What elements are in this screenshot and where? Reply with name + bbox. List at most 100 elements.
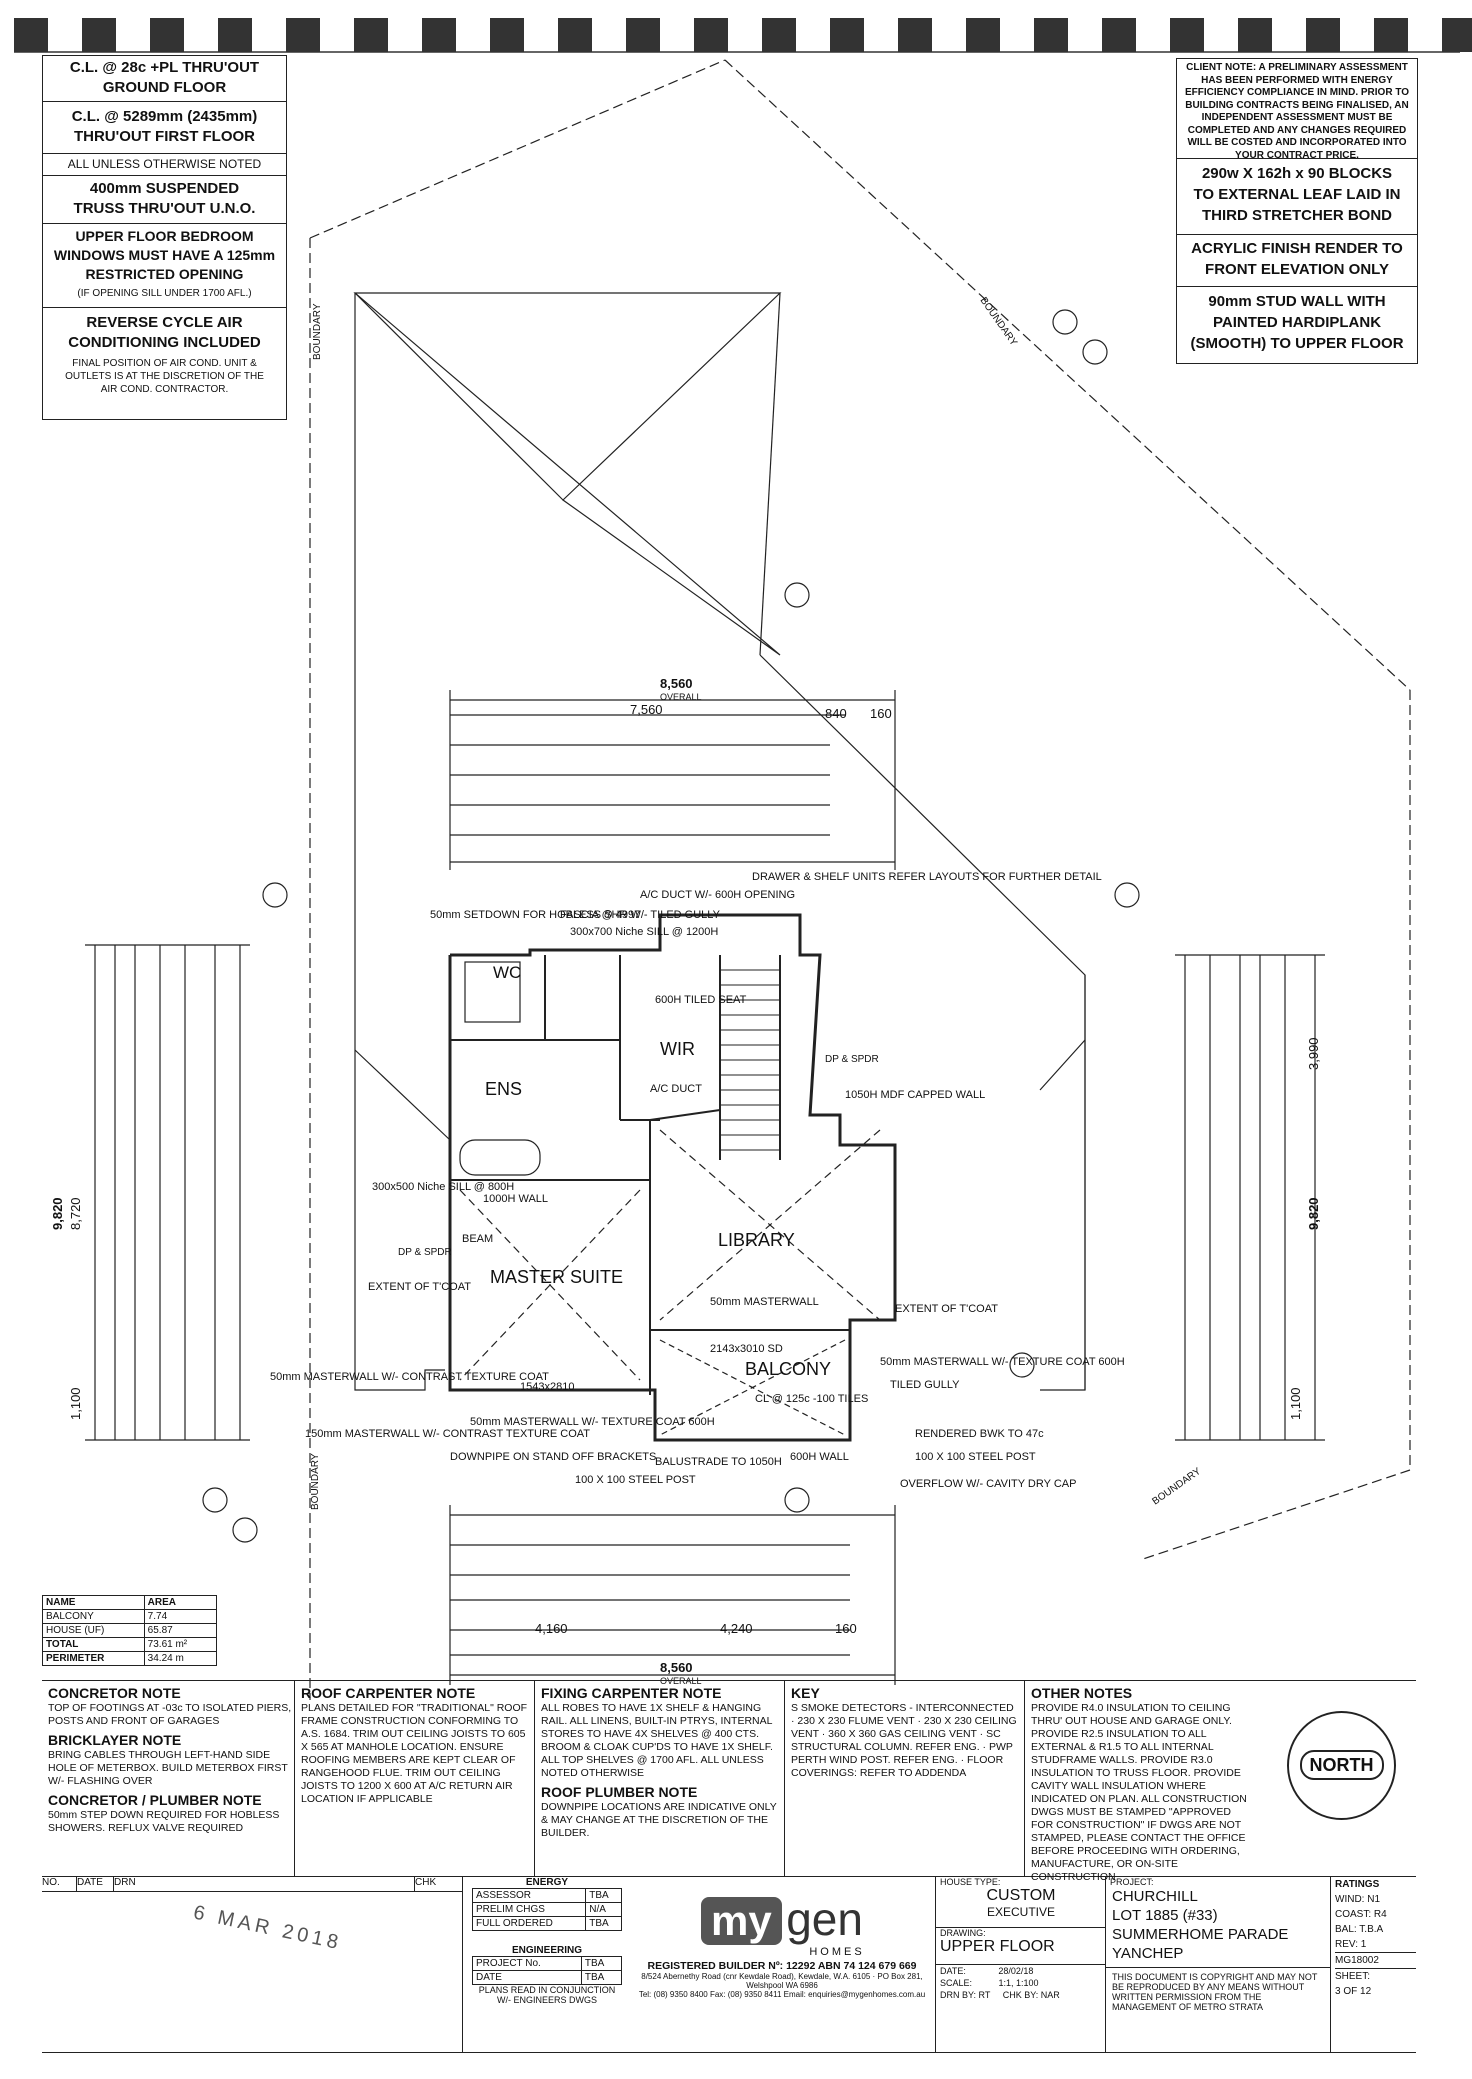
chk-label: CHK BY: [1002, 1990, 1039, 2000]
area-name: TOTAL [42, 1637, 145, 1652]
eng-val: TBA [580, 1956, 623, 1971]
boundary-label: BOUNDARY [1150, 1466, 1203, 1508]
house-type: CUSTOM [986, 1887, 1056, 1904]
boundary-label: BOUNDARY [312, 303, 323, 360]
drawing-label: DRAWING: [936, 1927, 1106, 1938]
logo-my: my [701, 1897, 782, 1945]
dim-160-b: 160 [835, 1621, 857, 1636]
label-dpspdr2: DP & SPDR [825, 1054, 879, 1065]
copyright: THIS DOCUMENT IS COPYRIGHT AND MAY NOT B… [1106, 1967, 1331, 2016]
project-label: PROJECT: [1110, 1877, 1154, 1887]
roof-outline [353, 292, 782, 656]
label-downpipe: DOWNPIPE ON STAND OFF BRACKETS [450, 1451, 656, 1463]
roof-hip [1039, 1039, 1086, 1091]
label-steelpost: 100 X 100 STEEL POST [575, 1474, 696, 1486]
label-beam: BEAM [462, 1233, 493, 1245]
house-panel: HOUSE TYPE: CUSTOM EXECUTIVE DRAWING: UP… [935, 1877, 1106, 2052]
border-dash [82, 18, 116, 52]
room-label-ens: ENS [485, 1079, 522, 1099]
border-dash [1374, 18, 1408, 52]
roof-outline [759, 292, 781, 656]
note-unless: ALL UNLESS OTHERWISE NOTED [43, 154, 286, 176]
elevation-marker [202, 1487, 228, 1513]
label-steelpost2: 100 X 100 STEEL POST [915, 1451, 1036, 1463]
project-line: SUMMERHOME PARADE [1112, 1926, 1289, 1943]
border-dash [1238, 18, 1272, 52]
client-note: CLIENT NOTE: A PRELIMINARY ASSESSMENT HA… [1177, 59, 1417, 161]
notes-col-4: KEY S SMOKE DETECTORS - INTERCONNECTED ·… [784, 1681, 1024, 1876]
note-text: PLANS DETAILED FOR "TRADITIONAL" ROOF FR… [301, 1702, 528, 1805]
project-panel: PROJECT: CHURCHILL LOT 1885 (#33) SUMMER… [1105, 1877, 1331, 2052]
room-label-wir: WIR [660, 1039, 695, 1059]
label-niche2: 300x500 Niche SILL @ 800H [372, 1181, 514, 1193]
border-dash [14, 18, 48, 52]
revision-panel: NO. DATE DRN CHK 6 MAR 2018 [42, 1877, 463, 2052]
dim-3990: 3,990 [1306, 1037, 1321, 1070]
title-block: NO. DATE DRN CHK 6 MAR 2018 ENERGY ASSES… [42, 1877, 1416, 2053]
project-line: CHURCHILL [1112, 1888, 1198, 1905]
bottom-notes: CONCRETOR NOTE TOP OF FOOTINGS AT -03c T… [42, 1680, 1416, 1883]
border-dash [694, 18, 728, 52]
border-dash [1102, 18, 1136, 52]
room-label-master: MASTER SUITE [490, 1267, 623, 1287]
label-extent: EXTENT OF T'COAT [368, 1281, 471, 1293]
engineering-title: ENGINEERING [511, 1945, 582, 1956]
note-text: ALL ROBES TO HAVE 1X SHELF & HANGING RAI… [541, 1702, 773, 1779]
notes-col-1: CONCRETOR NOTE TOP OF FOOTINGS AT -03c T… [48, 1683, 293, 1839]
note-text: BRING CABLES THROUGH LEFT-HAND SIDE HOLE… [48, 1749, 288, 1787]
room-label-library: LIBRARY [718, 1230, 795, 1250]
roof-outline [759, 654, 1086, 1391]
boundary-line [724, 59, 1411, 691]
label-masterwall2: 150mm MASTERWALL W/- CONTRAST TEXTURE CO… [305, 1428, 590, 1440]
label-tiledgully: TILED GULLY [890, 1379, 960, 1391]
area-value: 7.74 [143, 1609, 218, 1624]
dim-4240: 4,240 [720, 1621, 753, 1636]
job-number: MG18002 [1335, 1952, 1416, 1968]
bal-label: BAL: [1335, 1924, 1357, 1935]
dim-overall-word-b: OVERALL [660, 1676, 702, 1686]
label-sd: 2143x3010 SD [710, 1343, 783, 1355]
date-label: DATE: [940, 1966, 966, 1976]
north-arrow: NORTH [1287, 1711, 1396, 1820]
elevation-marker [1082, 339, 1108, 365]
border-dash [558, 18, 592, 52]
eng-note: PLANS READ IN CONJUNCTION W/- ENGINEERS … [478, 1985, 616, 2005]
label-fascia: FASCIA @ 4997 [560, 909, 640, 921]
dim-overall-top: 8,560 [660, 676, 693, 691]
note-text: DOWNPIPE LOCATIONS ARE INDICATIVE ONLY &… [541, 1801, 777, 1839]
ratings-panel: RATINGS WIND: N1 COAST: R4 BAL: T.B.A RE… [1330, 1877, 1416, 2052]
dim-overall-bottom: 8,560 [660, 1660, 693, 1675]
label-masterwall3: 50mm MASTERWALL W/- TEXTURE COAT 600H [470, 1416, 715, 1428]
ratings-label: RATINGS [1335, 1879, 1380, 1890]
border-dash [626, 18, 660, 52]
eng-key: DATE [472, 1970, 582, 1985]
note-title: ROOF CARPENTER NOTE [301, 1685, 476, 1701]
section-marker [262, 882, 288, 908]
room-label-wc: WC [493, 963, 521, 982]
area-header-name: NAME [42, 1595, 145, 1610]
area-value: 34.24 m [143, 1651, 218, 1666]
label-niche1: 300x700 Niche SILL @ 1200H [570, 926, 718, 938]
note-text: PROVIDE R4.0 INSULATION TO CEILING THRU'… [1031, 1702, 1247, 1883]
note-title: OTHER NOTES [1031, 1685, 1133, 1701]
border-dash [490, 18, 524, 52]
area-name: PERIMETER [42, 1651, 145, 1666]
label-overflow: OVERFLOW W/- CAVITY DRY CAP [900, 1478, 1076, 1490]
dim-overall-right: 9,820 [1306, 1197, 1321, 1230]
builder-reg: REGISTERED BUILDER Nº: 12292 ABN 74 124 … [647, 1960, 917, 1972]
area-value: 73.61 m² [143, 1637, 218, 1652]
scale-value: 1:1, 1:100 [998, 1978, 1039, 1988]
dim-7560: 7,560 [630, 702, 663, 717]
energy-key: FULL ORDERED [471, 1916, 587, 1931]
energy-key: PRELIM CHGS [471, 1902, 587, 1917]
area-header-area: AREA [143, 1595, 218, 1610]
note-title: KEY [791, 1685, 820, 1701]
note-text: TOP OF FOOTINGS AT -03c TO ISOLATED PIER… [48, 1702, 292, 1727]
section-marker [784, 1487, 810, 1513]
border-dash [966, 18, 1000, 52]
section-marker [1009, 1352, 1035, 1378]
notes-col-2: ROOF CARPENTER NOTE PLANS DETAILED FOR "… [294, 1681, 534, 1876]
border-dash [1306, 18, 1340, 52]
wind-value: N1 [1367, 1894, 1381, 1905]
